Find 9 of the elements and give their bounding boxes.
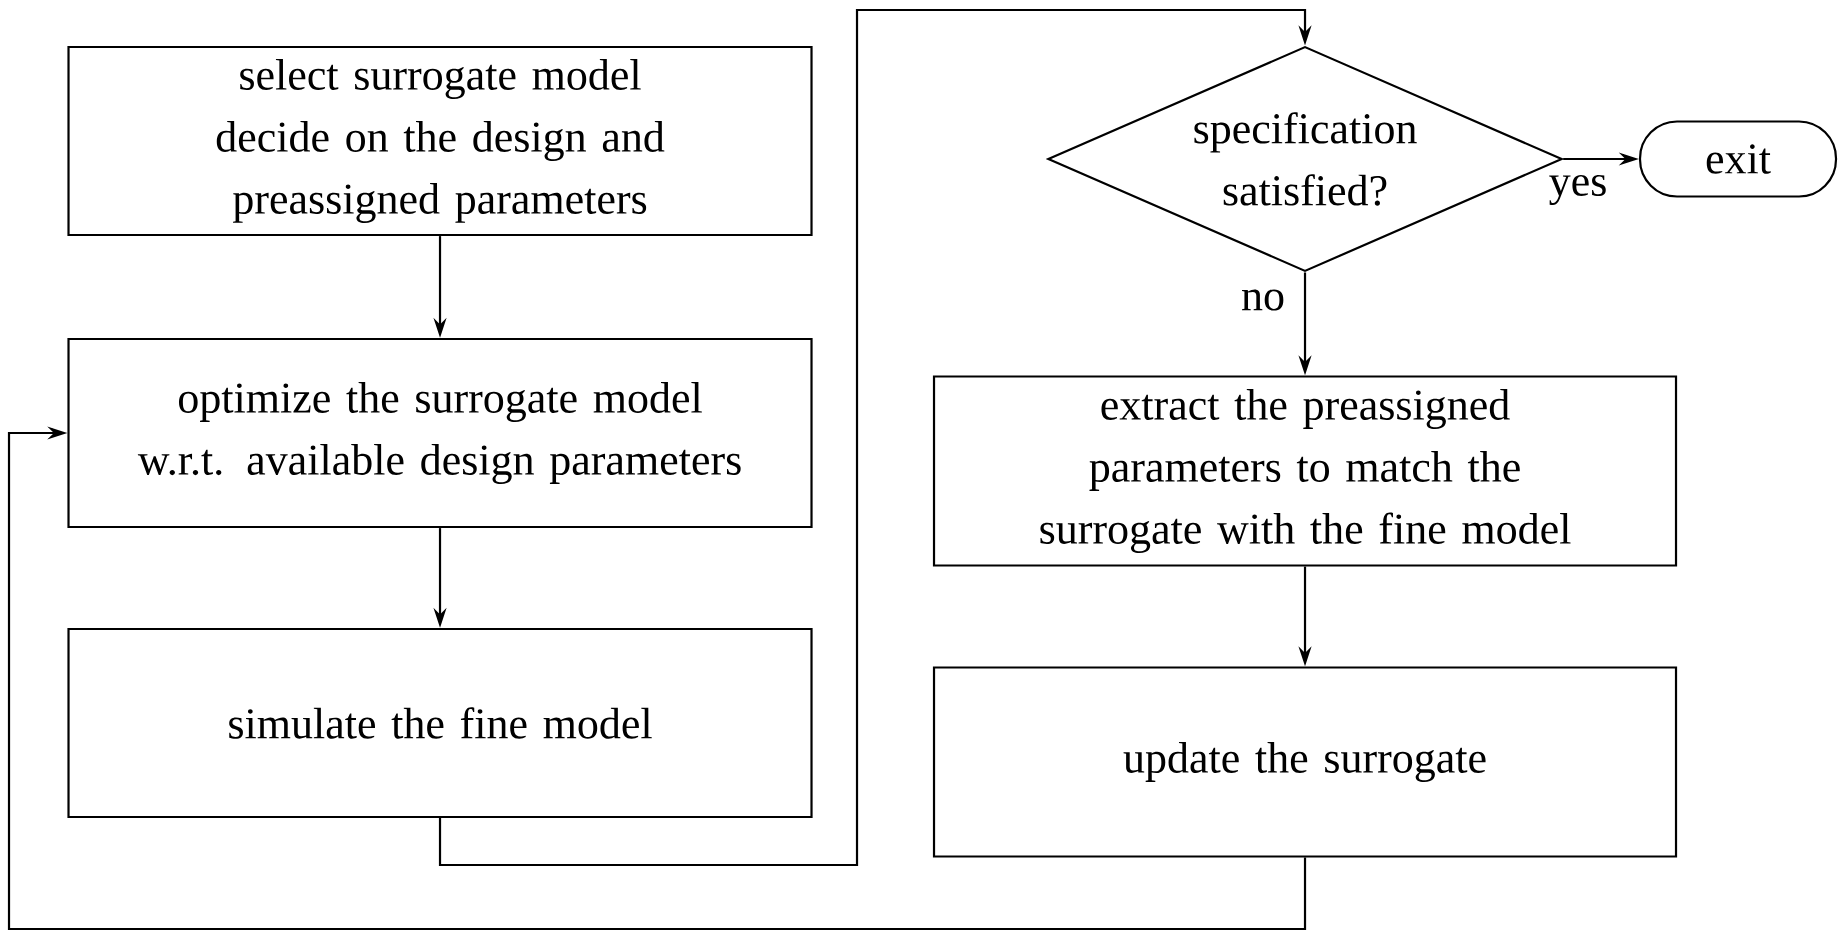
process-box: simulate the fine model [67, 627, 813, 819]
process-box: optimize the surrogate model w.r.t. available design parameters [67, 337, 813, 529]
process-box: extract the preassigned parameters to match the surrogate with the fine model [932, 375, 1678, 567]
edge-label: no [1239, 287, 1287, 313]
process-box: update the surrogate [932, 666, 1678, 858]
arrow [7, 426, 1307, 931]
arrow [438, 8, 1312, 867]
terminal-box: exit [1638, 120, 1838, 198]
process-box: select surrogate model decide on the design and preassigned parameters [67, 45, 813, 237]
